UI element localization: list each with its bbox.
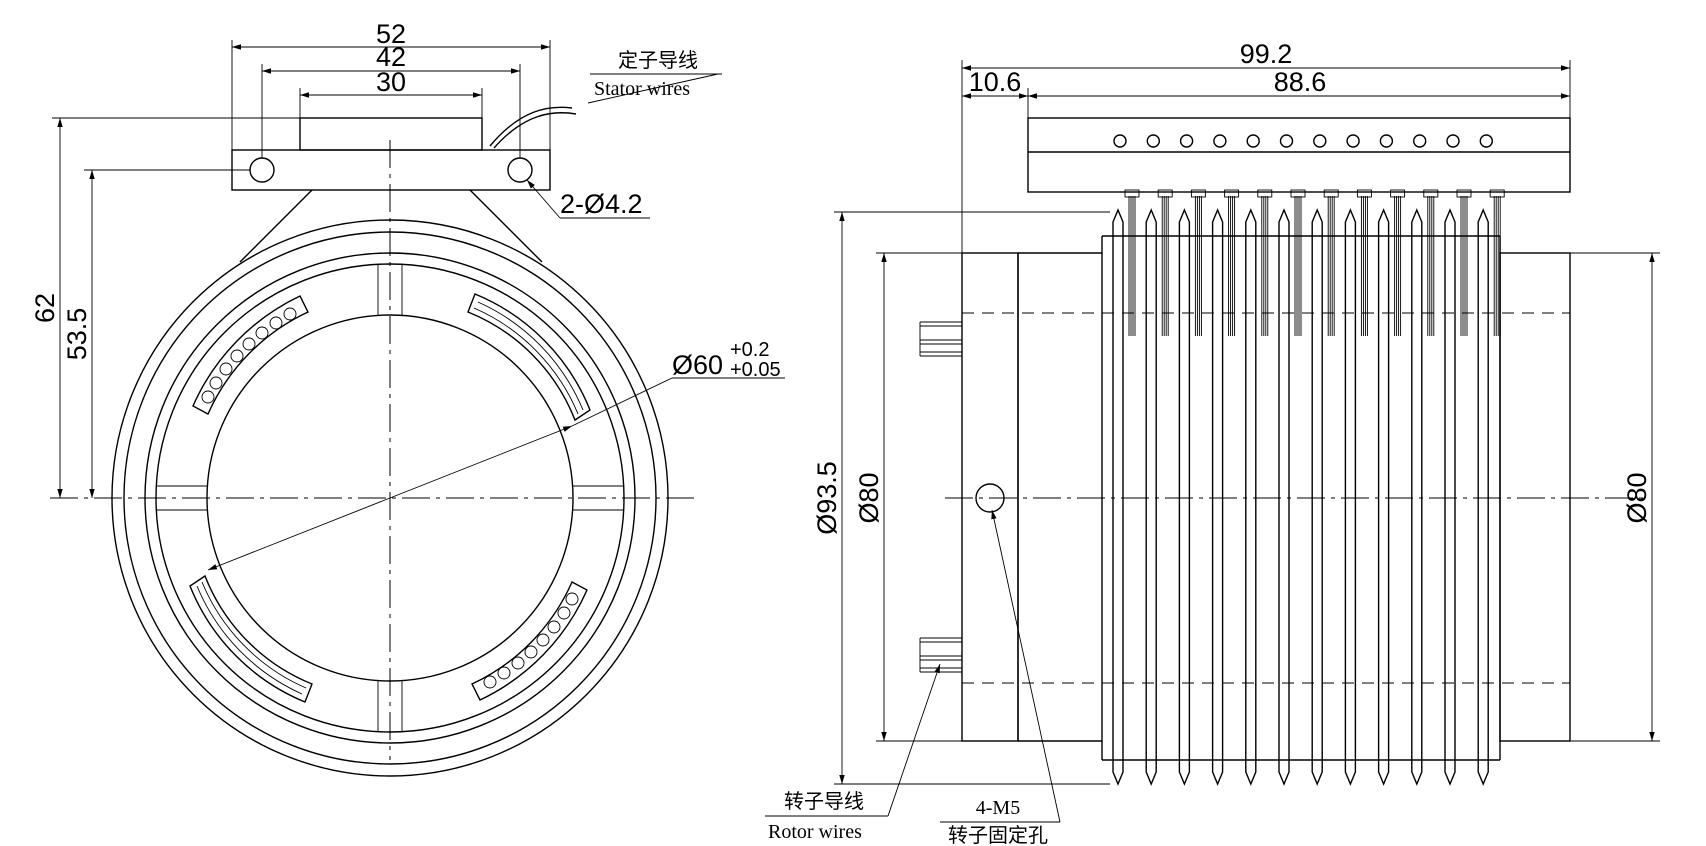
dim-dia-80-left: Ø80 bbox=[854, 252, 962, 742]
terminal-dot bbox=[1446, 134, 1460, 148]
brush-wires bbox=[1157, 189, 1173, 336]
brush-holes-upper-left bbox=[192, 295, 309, 415]
dim-label: Ø80 bbox=[854, 472, 884, 523]
bore-callout: Ø60 +0.2 +0.05 bbox=[207, 339, 785, 571]
dim-body-88-6: 88.6 bbox=[1028, 67, 1570, 99]
dim-label: 62 bbox=[30, 293, 60, 323]
slip-ring-fin bbox=[1477, 208, 1489, 786]
dim-dia-93-5: Ø93.5 bbox=[812, 211, 1110, 785]
mount-holes-cn: 转子固定孔 bbox=[948, 824, 1048, 846]
dim-height-62: 62 bbox=[30, 117, 300, 498]
bore-label: Ø60 bbox=[672, 350, 723, 380]
mount-hole-left bbox=[249, 157, 275, 183]
slip-ring-fin bbox=[1444, 208, 1456, 786]
terminal-dot bbox=[1412, 134, 1427, 148]
rotor-wire-stubs-top bbox=[919, 321, 962, 357]
bore bbox=[206, 314, 574, 682]
stator-wire bbox=[489, 106, 573, 147]
dim-label: Ø93.5 bbox=[812, 461, 842, 535]
bore-tol-lower: +0.05 bbox=[730, 359, 781, 381]
slip-ring-fin bbox=[1245, 208, 1257, 786]
slip-ring-fin bbox=[1178, 208, 1191, 786]
brush-wires bbox=[1124, 189, 1140, 336]
rotor-wires-cn: 转子导线 bbox=[784, 790, 864, 813]
slip-ring-fin bbox=[1344, 208, 1357, 786]
dim-width-42: 42 bbox=[261, 42, 521, 158]
brush-wires bbox=[1423, 189, 1439, 336]
outer-ring bbox=[111, 219, 669, 777]
brush-wires bbox=[1224, 189, 1240, 336]
brush-wires bbox=[1257, 189, 1273, 336]
dim-label: 30 bbox=[376, 67, 406, 97]
terminal-dot bbox=[1479, 134, 1494, 148]
dim-label: 88.6 bbox=[1274, 67, 1327, 97]
terminal-dot bbox=[1113, 134, 1127, 148]
side-view: 99.2 10.6 88.6 Ø93.5 Ø80 bbox=[765, 39, 1660, 846]
brush-wires bbox=[1456, 189, 1472, 336]
terminal-dot bbox=[1379, 134, 1394, 148]
dim-flange-10-6: 10.6 bbox=[962, 67, 1029, 118]
mount-holes-spec: 4-M5 bbox=[976, 797, 1020, 819]
terminal-block bbox=[299, 117, 483, 151]
dim-dia-80-right: Ø80 bbox=[1570, 252, 1660, 742]
front-view: 52 42 30 62 53.5 2-Ø4.2 bbox=[30, 19, 785, 777]
holes-label: 2-Ø4.2 bbox=[560, 189, 643, 219]
dim-label: 99.2 bbox=[1240, 39, 1293, 69]
slip-ring-fin bbox=[1377, 208, 1390, 786]
stator-wires-callout: 定子导线 Stator wires bbox=[587, 49, 722, 104]
terminal-dot bbox=[1279, 134, 1294, 148]
brush-wires bbox=[1489, 189, 1505, 336]
rotor-wire-stubs-bottom bbox=[919, 637, 962, 673]
terminal-dot bbox=[1213, 134, 1227, 148]
brush-holes-lower-right bbox=[471, 581, 588, 701]
terminal-dot bbox=[1146, 134, 1161, 148]
terminal-dot bbox=[1346, 134, 1360, 148]
slip-ring-fin bbox=[1278, 208, 1290, 786]
brush-wires bbox=[1356, 189, 1372, 336]
holes-callout: 2-Ø4.2 bbox=[526, 179, 650, 219]
dim-width-30: 30 bbox=[299, 67, 483, 118]
slip-ring-fin bbox=[1411, 208, 1423, 786]
mount-holes-callout: 4-M5 转子固定孔 bbox=[940, 509, 1061, 846]
rotor-fixing-hole bbox=[975, 483, 1005, 513]
dim-label: Ø80 bbox=[1622, 472, 1652, 523]
dim-label: 42 bbox=[376, 42, 406, 72]
rotor-shaft-right bbox=[1499, 252, 1571, 742]
slip-ring-fin bbox=[1211, 208, 1224, 786]
dim-height-53-5: 53.5 bbox=[62, 169, 250, 498]
terminal-dot bbox=[1179, 134, 1194, 148]
rotor-wires-callout: 转子导线 Rotor wires bbox=[765, 663, 941, 843]
terminal-dot bbox=[1313, 134, 1327, 148]
terminal-block-side bbox=[1027, 117, 1571, 193]
brush-wires bbox=[1323, 189, 1339, 336]
rotor-flange bbox=[961, 252, 1019, 742]
terminal-dot bbox=[1246, 134, 1260, 148]
dim-label: 52 bbox=[376, 19, 406, 49]
rotor-wires-en: Rotor wires bbox=[768, 821, 862, 843]
stator-wires-en: Stator wires bbox=[594, 78, 690, 100]
slip-rings bbox=[1101, 189, 1505, 786]
brush-slot-lower-left bbox=[189, 574, 313, 703]
slip-ring-fin bbox=[1145, 208, 1157, 786]
dim-width-52: 52 bbox=[231, 19, 551, 150]
stator-wires-cn: 定子导线 bbox=[618, 49, 698, 72]
brush-wires bbox=[1190, 189, 1206, 336]
dim-length-99-2: 99.2 bbox=[961, 39, 1571, 253]
brush-wires bbox=[1390, 189, 1406, 336]
slip-ring-fin bbox=[1311, 208, 1323, 786]
spokes bbox=[156, 264, 624, 732]
brush-slot-upper-right bbox=[467, 293, 591, 422]
mount-hole-right bbox=[507, 157, 533, 183]
dim-label: 53.5 bbox=[62, 308, 92, 361]
mounting-bracket bbox=[231, 106, 577, 263]
slip-ring-fin bbox=[1112, 208, 1124, 786]
brush-wires bbox=[1290, 189, 1306, 336]
bore-tol-upper: +0.2 bbox=[730, 339, 769, 361]
dim-label: 10.6 bbox=[969, 67, 1022, 97]
housing-ring bbox=[144, 252, 636, 744]
